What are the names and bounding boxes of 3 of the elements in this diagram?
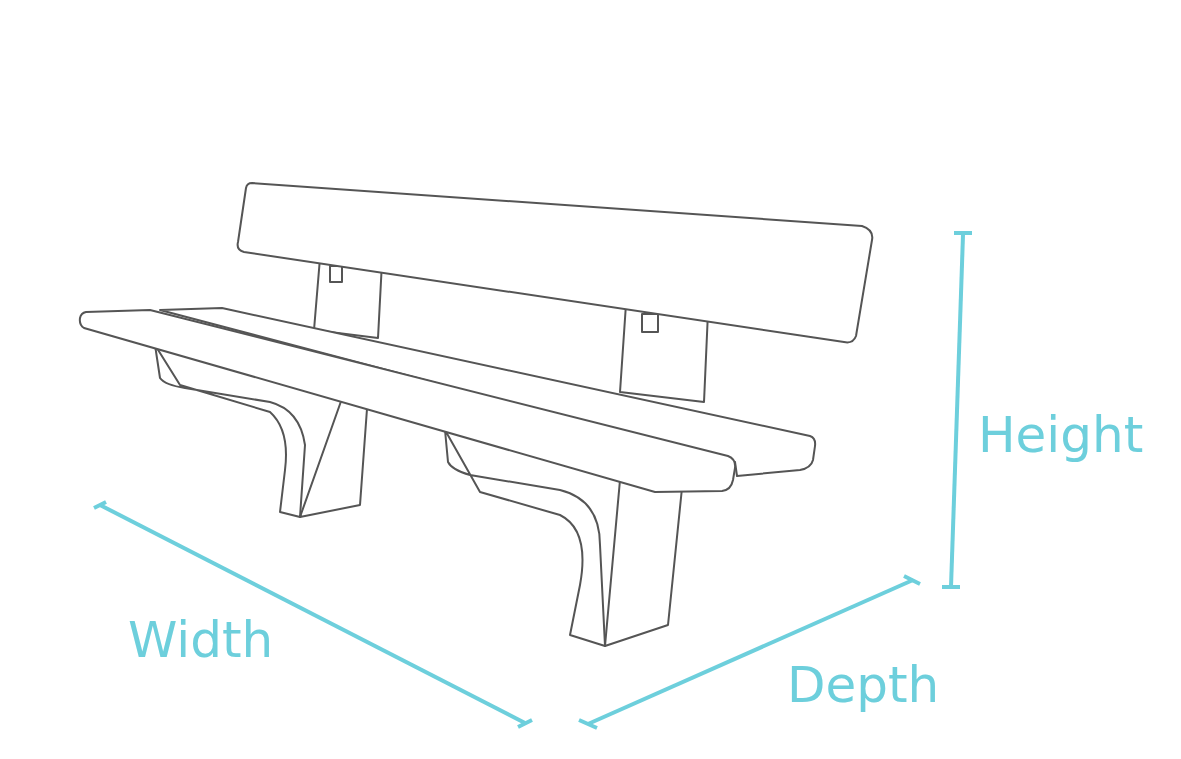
dimension-label: Depth <box>787 660 940 710</box>
dimension-label: Height <box>978 410 1144 460</box>
dimension-label: Width <box>128 615 274 665</box>
